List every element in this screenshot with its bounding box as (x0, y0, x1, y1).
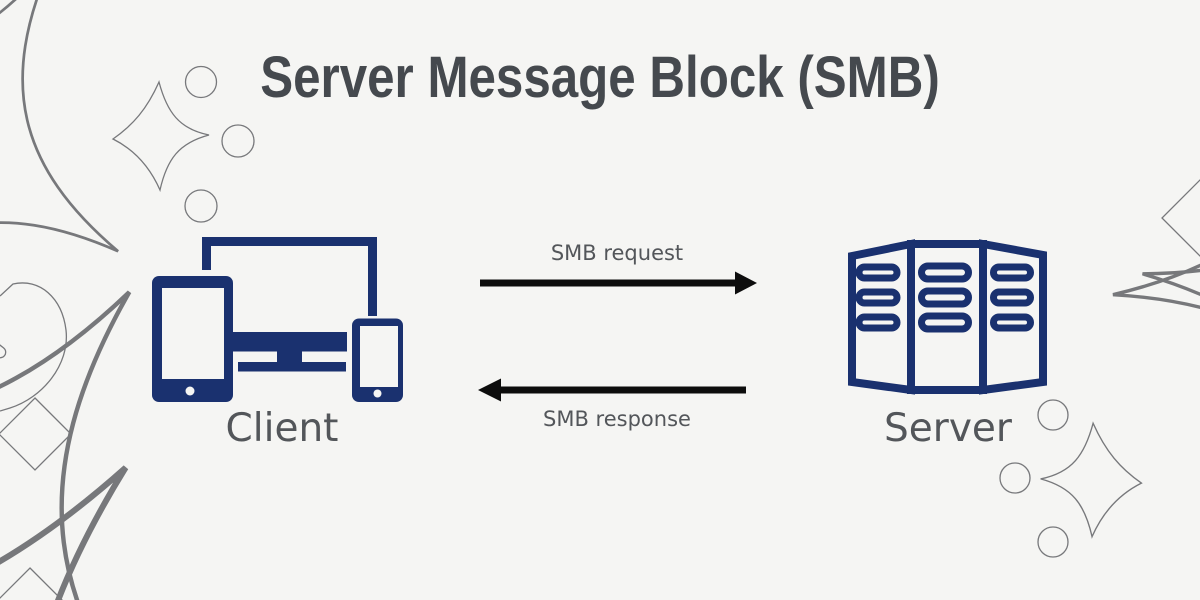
request-arrow-head (735, 271, 757, 295)
circle-icon (1037, 399, 1069, 431)
server-slot (855, 313, 901, 332)
server-slot (990, 288, 1034, 307)
page-title: Server Message Block (SMB) (260, 45, 940, 110)
response-arrow-head (478, 378, 501, 402)
sparkle-icon (111, 80, 210, 193)
server-label: Server (884, 406, 1012, 451)
response-arrow-label: SMB response (543, 407, 691, 431)
sparkle-icon (0, 465, 185, 600)
tablet-screen (162, 288, 224, 379)
server-rack-icon (848, 239, 1047, 395)
phone-home-button (373, 389, 382, 398)
teardrop-icon (0, 282, 67, 412)
diamond-icon (1161, 179, 1200, 257)
server-slot (990, 313, 1034, 332)
circle-icon (999, 462, 1031, 494)
server-slot (855, 263, 901, 282)
sparkle-icon (1040, 421, 1143, 539)
circle-icon (184, 65, 218, 99)
server-slot (990, 263, 1034, 282)
server-slot (918, 312, 972, 333)
monitor-bezel (210, 332, 347, 352)
diamond-icon (0, 397, 72, 471)
server-slot (918, 262, 972, 283)
client-devices-icon (152, 237, 403, 402)
sparkle-icon (1103, 463, 1200, 600)
sparkle-icon (1142, 52, 1200, 568)
server-slot (918, 287, 972, 308)
monitor-icon (202, 237, 377, 316)
server-slot (855, 288, 901, 307)
stub-icon (0, 334, 7, 359)
circle-icon (1037, 526, 1069, 558)
phone-screen (360, 326, 398, 387)
tablet-home-button (185, 386, 195, 396)
request-arrow-label: SMB request (550, 241, 684, 265)
diamond-icon (0, 567, 63, 600)
monitor-stand (277, 351, 302, 363)
response-arrow (478, 378, 746, 402)
sparkle-icon (0, 0, 119, 319)
client-label: Client (225, 406, 339, 451)
request-arrow (480, 271, 757, 295)
circle-icon (184, 189, 218, 223)
server-right-panel (979, 239, 1047, 395)
monitor-base (238, 362, 346, 372)
circle-icon (221, 124, 255, 158)
